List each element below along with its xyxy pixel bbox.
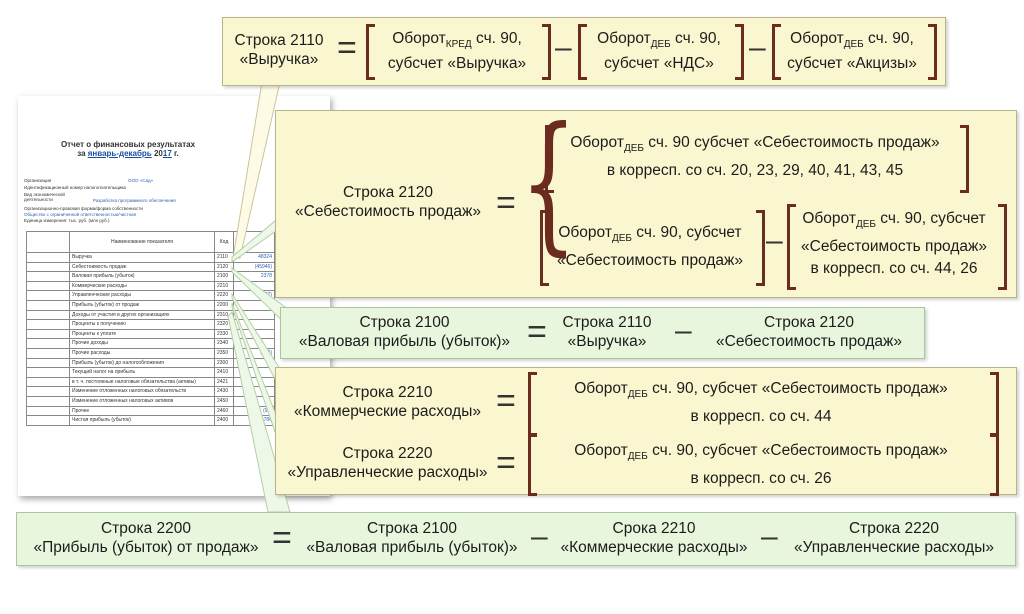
org-value: ООО «Сад» <box>128 178 154 183</box>
activity-value: Разработка программного обеспечения <box>93 198 176 203</box>
formula-2210-label: Строка 2210 «Коммерческие расходы» <box>294 384 481 420</box>
bracket-right <box>990 372 999 436</box>
bracket-right <box>756 210 765 286</box>
formula-2200-label: Строка 2200 «Прибыль (убыток) от продаж» <box>33 520 259 556</box>
legal-form-value: Общество с ограниченной ответственностью… <box>24 212 137 217</box>
formula-2200-box <box>16 512 1016 566</box>
formula-2110-term2: ОборотДЕБ сч. 90, субсчет «НДС» <box>597 30 721 73</box>
bracket-right <box>542 24 551 80</box>
formula-2110-label: Строка 2110 «Выручка» <box>234 32 324 68</box>
formula-2120-term-c: ОборотДЕБ сч. 90, субсчет «Себестоимость… <box>801 210 987 278</box>
inn-label: Идентификационный номер налогоплательщик… <box>24 185 126 190</box>
equals-sign: = <box>496 444 516 482</box>
bracket-left <box>578 24 587 80</box>
minus-sign: – <box>555 31 572 64</box>
formula-2200-term-c: Строка 2220 «Управленческие расходы» <box>794 520 994 556</box>
formula-2200-term-b: Срока 2210 «Коммерческие расходы» <box>560 520 748 556</box>
report-title: Отчет о финансовых результатах за январь… <box>58 140 198 158</box>
formula-2110-term3: ОборотДЕБ сч. 90, субсчет «Акцизы» <box>787 30 917 73</box>
bracket-left <box>528 434 537 496</box>
activity-label: Вид экономической деятельности <box>24 192 65 202</box>
formula-2120-term-b: ОборотДЕБ сч. 90, субсчет «Себестоимость… <box>557 224 743 270</box>
legal-form-label: Организационно-правовая форма/форма собс… <box>24 206 143 211</box>
bracket-left <box>540 210 549 286</box>
formula-2210-2220-box <box>275 367 1017 495</box>
minus-sign: – <box>675 314 692 347</box>
bracket-right <box>928 24 937 80</box>
formula-2200-term-a: Строка 2100 «Валовая прибыль (убыток)» <box>306 520 518 556</box>
bracket-right <box>990 434 999 496</box>
formula-2100-term-b: Строка 2120 «Себестоимость продаж» <box>716 314 902 350</box>
minus-sign: – <box>749 31 766 64</box>
bracket-left <box>366 24 375 80</box>
formula-2210-term: ОборотДЕБ сч. 90, субсчет «Себестоимость… <box>574 380 948 426</box>
bracket-right <box>960 125 969 193</box>
equals-sign: = <box>496 382 516 420</box>
minus-sign: – <box>761 520 778 553</box>
col-indicator: Наименование показателя <box>69 231 215 253</box>
bracket-left <box>787 204 796 290</box>
formula-2110-term1: ОборотКРЕД сч. 90, субсчет «Выручка» <box>387 30 527 73</box>
equals-sign: = <box>337 29 357 67</box>
formula-2110-box <box>222 17 946 86</box>
report-title-line: Отчет о финансовых результатах <box>60 140 196 149</box>
equals-sign: = <box>527 313 547 351</box>
equals-sign: = <box>272 519 292 557</box>
curly-brace: { <box>520 96 578 270</box>
bracket-right <box>735 24 744 80</box>
formula-2220-label: Строка 2220 «Управленческие расходы» <box>287 445 488 481</box>
equals-sign: = <box>496 184 516 222</box>
formula-2100-term-a: Строка 2110 «Выручка» <box>562 314 652 350</box>
minus-sign: – <box>766 224 783 257</box>
formula-2120-term-a: ОборотДЕБ сч. 90 субсчет «Себестоимость … <box>570 134 940 180</box>
bracket-left <box>772 24 781 80</box>
bracket-right <box>998 204 1007 290</box>
bracket-left <box>545 125 554 193</box>
unit-label: Единица измерения: тыс. руб. (млн руб.) <box>24 218 110 223</box>
report-period-line: за январь-декабрь 2017 г. <box>77 149 179 158</box>
formula-2100-box <box>280 307 925 359</box>
formula-2220-term: ОборотДЕБ сч. 90, субсчет «Себестоимость… <box>574 442 948 488</box>
minus-sign: – <box>531 520 548 553</box>
formula-2120-label: Строка 2120 «Себестоимость продаж» <box>295 184 481 220</box>
org-label: Организация <box>24 178 52 183</box>
formula-2120-box <box>275 110 1017 298</box>
formula-2100-label: Строка 2100 «Валовая прибыль (убыток)» <box>298 314 511 350</box>
